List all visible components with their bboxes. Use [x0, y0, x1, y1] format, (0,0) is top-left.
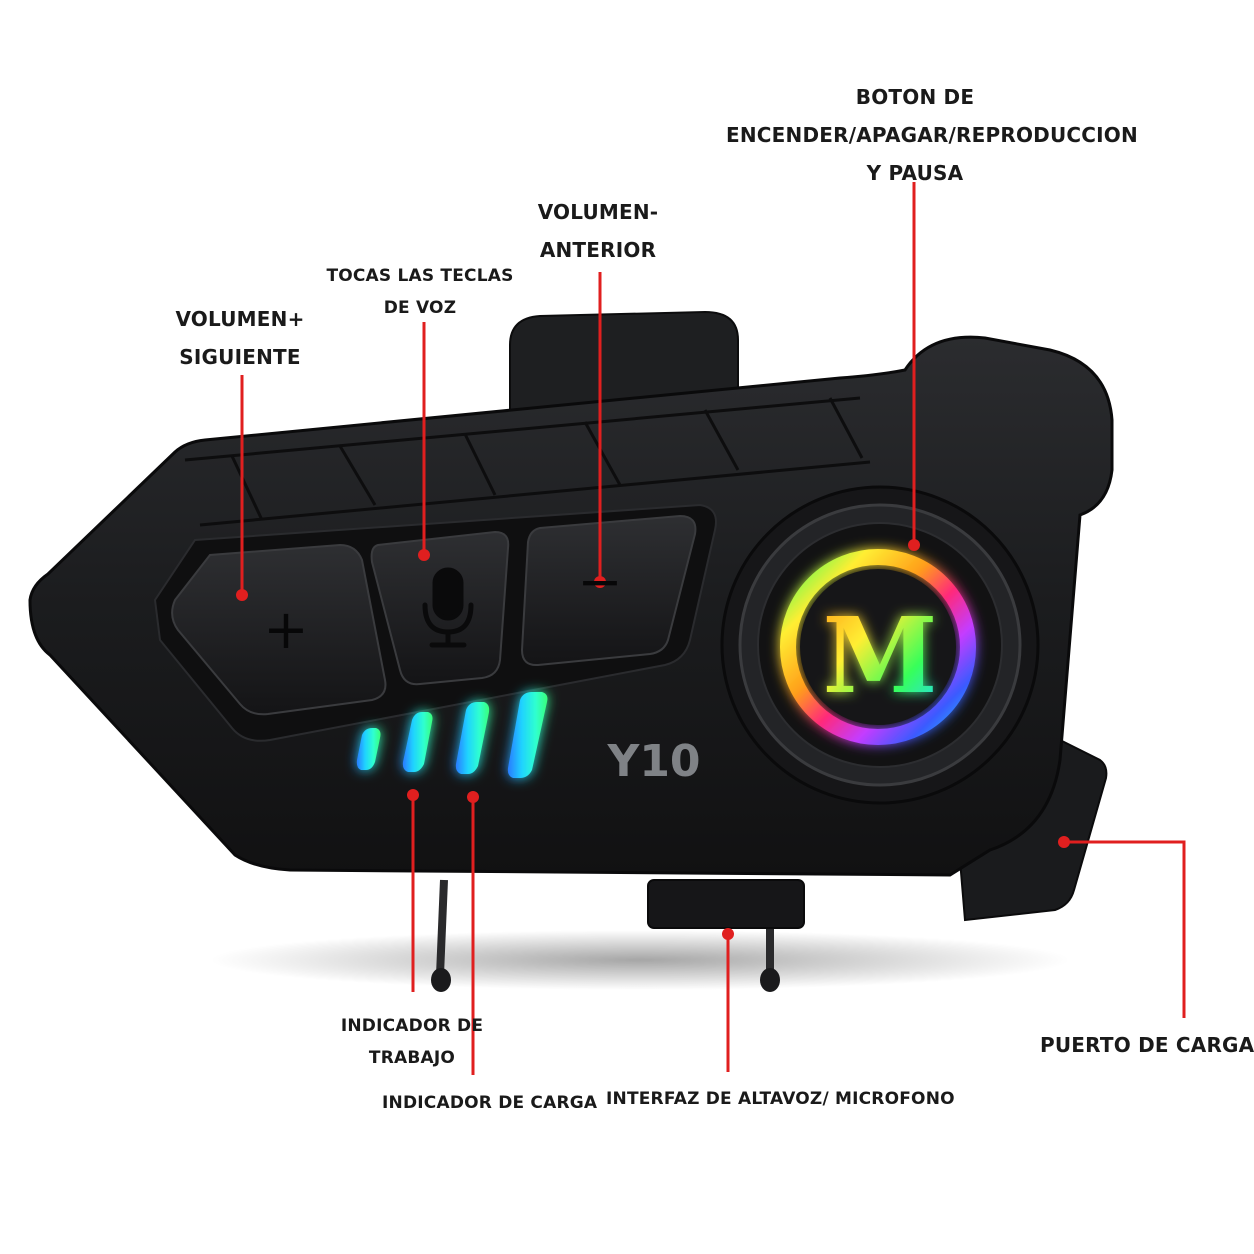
minus-symbol: −: [577, 550, 622, 613]
volume-minus-line-2: ANTERIOR: [539, 238, 657, 262]
power-label-line-1: BOTON DE: [855, 85, 975, 109]
power-label-line-3: Y PAUSA: [866, 161, 964, 185]
volume-plus-line-2: SIGUIENTE: [179, 345, 301, 369]
logo-letter: M: [822, 594, 937, 717]
volume-minus-label: VOLUMEN- ANTERIOR: [520, 193, 676, 269]
voice-keys-line-1: TOCAS LAS TECLAS: [326, 266, 514, 286]
work-indicator-label: INDICADOR DE TRABAJO: [318, 1010, 506, 1074]
volume-plus-line-1: VOLUMEN+: [175, 307, 305, 331]
charge-indicator-leds: [356, 692, 548, 778]
charge-indicator-text: INDICADOR DE CARGA: [382, 1093, 598, 1113]
leader-lines: [240, 182, 1186, 1075]
voice-keys-line-2: DE VOZ: [383, 298, 457, 318]
leader-dots: [236, 539, 1070, 940]
volume-plus-label: VOLUMEN+ SIGUIENTE: [160, 300, 320, 376]
volume-minus-line-1: VOLUMEN-: [537, 200, 659, 224]
charging-port-text: PUERTO DE CARGA: [1040, 1033, 1254, 1057]
speaker-interface-label: INTERFAZ DE ALTAVOZ/ MICROFONO: [606, 1088, 955, 1110]
microphone-icon: [422, 567, 474, 648]
model-name: Y10: [606, 736, 700, 787]
charging-port-housing: [958, 738, 1108, 922]
charging-port-label: PUERTO DE CARGA: [1040, 1032, 1254, 1058]
speaker-connector: [647, 879, 805, 929]
power-button-label: BOTON DE ENCENDER/APAGAR/REPRODUCCION Y …: [726, 78, 1138, 192]
speaker-interface-text: INTERFAZ DE ALTAVOZ/ MICROFONO: [606, 1089, 955, 1109]
power-button[interactable]: [720, 485, 1040, 805]
work-indicator-line-2: TRABAJO: [368, 1048, 456, 1068]
mount-pins: [431, 879, 780, 992]
power-label-line-2: ENCENDER/APAGAR/REPRODUCCION: [726, 123, 1138, 147]
plus-symbol: +: [263, 598, 308, 661]
top-ridge: [184, 396, 871, 527]
work-indicator-line-1: INDICADOR DE: [340, 1016, 484, 1036]
charge-indicator-label: INDICADOR DE CARGA: [382, 1092, 598, 1114]
volume-plus-button[interactable]: [171, 543, 387, 716]
volume-minus-button[interactable]: [520, 514, 697, 667]
voice-keys-label: TOCAS LAS TECLAS DE VOZ: [322, 260, 518, 324]
floor-shadow: [210, 930, 1070, 990]
